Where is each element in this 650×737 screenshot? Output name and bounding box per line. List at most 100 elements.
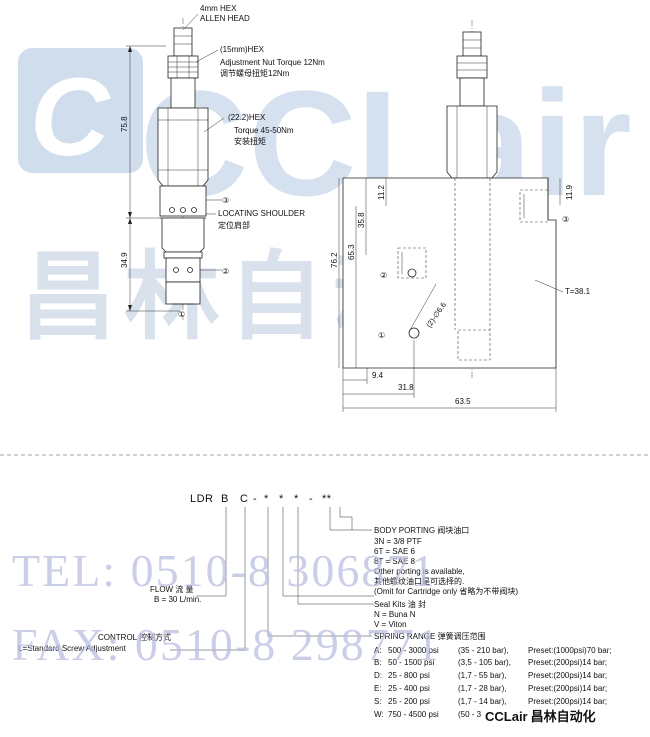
label-seal-kits: Seal Kits 油 封 (374, 599, 426, 609)
spring-row: D: 25 - 800 psi (1,7 - 55 bar), Preset:(… (374, 671, 607, 680)
spring-row: S: 25 - 200 psi (1,7 - 14 bar), Preset:(… (374, 697, 607, 706)
label-locating-shoulder-cn: 定位肩部 (218, 220, 250, 230)
code-dash-2: - (309, 493, 313, 505)
spring-bar: (3,5 - 105 bar), (458, 658, 511, 667)
spring-psi: 50 - 1500 psi (388, 658, 434, 667)
label-flow: FLOW 流 量 (150, 584, 194, 594)
control-value: L=Standard Screw Adjustment (18, 644, 127, 653)
spring-bar: (1,7 - 55 bar), (458, 671, 506, 680)
label-nut-torque-cn: 调节螺母扭矩12Nm (220, 68, 290, 78)
label-allen-head: ALLEN HEAD (200, 14, 250, 23)
dim-9-4: 9.4 (372, 371, 384, 380)
label-spring-range: SPRING RANGE 弹簧调压范围 (374, 631, 486, 641)
spring-code: D: (374, 671, 382, 680)
spring-row: A: 500 - 3000 psi (35 - 210 bar), Preset… (374, 646, 612, 655)
label-torque-body-cn: 安装扭矩 (234, 136, 266, 146)
footer-brand-cn: 昌林自动化 (531, 709, 596, 724)
dim-65-3: 65.3 (347, 244, 356, 260)
spring-bar: (35 - 210 bar), (458, 646, 509, 655)
porting-option-2: 6T = SAE 6 (374, 547, 416, 556)
label-locating-shoulder: LOCATING SHOULDER (218, 209, 305, 218)
code-dash-1: - (253, 493, 257, 505)
ordering-code: LDR B C - * * * - ** FLOW 流 量 B = 30 L/m… (18, 493, 612, 719)
spring-code: W: (374, 710, 384, 719)
spring-preset: Preset:(200psi)14 bar; (528, 697, 607, 706)
spring-preset: Preset:(200psi)14 bar; (528, 671, 607, 680)
spring-preset: Preset:(200psi)14 bar; (528, 658, 607, 667)
spring-row: B: 50 - 1500 psi (3,5 - 105 bar), Preset… (374, 658, 607, 667)
dim-63-5: 63.5 (455, 397, 471, 406)
dim-76-2: 76.2 (330, 252, 339, 268)
porting-option-5: 其他螺纹油口是可选择的. (374, 576, 464, 586)
cartridge-view: 75.8 34.9 4mm HEX ALLEN HEAD (15mm)HEX A… (120, 4, 325, 320)
watermark-fax: FAX: 0510-8 298771 (12, 619, 441, 670)
porting-option-6: (Omit for Cartridge only 省略为不带阀块) (374, 586, 518, 596)
port-3-section (159, 185, 207, 217)
porting-option-1: 3N = 3/8 PTF (374, 537, 422, 546)
lower-body (161, 217, 205, 253)
label-torque-body: Torque 45-50Nm (234, 126, 294, 135)
dim-34-9: 34.9 (120, 252, 129, 268)
porting-option-4: Other porting is available, (374, 567, 465, 576)
cartridge-port-1-label: ① (178, 310, 185, 319)
dim-11-9: 11.9 (565, 184, 574, 200)
spring-preset: Preset:(200psi)14 bar; (528, 684, 607, 693)
porting-option-3: 8T = SAE 8 (374, 557, 416, 566)
spring-psi: 25 - 200 psi (388, 697, 430, 706)
spring-code: B: (374, 658, 382, 667)
spring-preset: Preset:(1000psi)70 bar; (528, 646, 612, 655)
code-star-3: * (294, 493, 299, 505)
cartridge-port-3-label: ③ (222, 196, 229, 205)
spring-psi: 25 - 400 psi (388, 684, 430, 693)
spring-table: A: 500 - 3000 psi (35 - 210 bar), Preset… (374, 646, 612, 719)
spring-code: E: (374, 684, 382, 693)
port-2-section (165, 257, 201, 283)
nose (165, 281, 201, 305)
allen-head (173, 27, 193, 57)
dim-35-8: 35.8 (357, 212, 366, 228)
contact-watermark: TEL: 0510-8 306871 FAX: 0510-8 298771 (12, 545, 441, 670)
spring-code: A: (374, 646, 382, 655)
label-hex-4mm: 4mm HEX (200, 4, 237, 13)
seal-option-2: V = Viton (374, 620, 407, 629)
code-star-4: ** (322, 493, 332, 505)
dim-31-8: 31.8 (398, 383, 414, 392)
code-b: B (221, 493, 229, 505)
spring-psi: 750 - 4500 psi (388, 710, 439, 719)
block-port-2-label: ② (380, 271, 387, 280)
code-star-1: * (264, 493, 269, 505)
spring-psi: 500 - 3000 psi (388, 646, 439, 655)
spring-code: S: (374, 697, 382, 706)
flow-value: B = 30 L/min. (154, 595, 201, 604)
label-body-porting: BODY PORTING 阀块油口 (374, 525, 469, 535)
label-control: CONTROL 控制方式 (98, 632, 171, 642)
spring-row: E: 25 - 400 psi (1,7 - 28 bar), Preset:(… (374, 684, 607, 693)
cartridge-port-2-label: ② (222, 267, 229, 276)
spring-bar: (1,7 - 28 bar), (458, 684, 506, 693)
watermark-logo-glyph: C (30, 56, 111, 179)
block-port-3-label: ③ (562, 215, 569, 224)
spring-bar: (50 - 3 (458, 710, 482, 719)
code-c: C (240, 493, 248, 505)
seal-option-1: N = Buna N (374, 610, 416, 619)
watermark-logo-square (18, 48, 143, 173)
label-nut-torque: Adjustment Nut Torque 12Nm (220, 58, 325, 67)
code-ldr: LDR (190, 493, 214, 505)
label-thickness: T=38.1 (565, 287, 591, 296)
label-hex-22: (22.2)HEX (228, 113, 266, 122)
dim-11-2: 11.2 (377, 184, 386, 200)
label-hex-15: (15mm)HEX (220, 45, 265, 54)
spring-bar: (1,7 - 14 bar), (458, 697, 506, 706)
code-star-2: * (279, 493, 284, 505)
spring-psi: 25 - 800 psi (388, 671, 430, 680)
watermark-tel: TEL: 0510-8 306871 (12, 545, 436, 596)
hex-body (157, 107, 209, 187)
adjusting-stem (170, 77, 196, 109)
block-port-1-label: ① (378, 331, 385, 340)
block-view: ③ ② ① (2)-∅6.6 76.2 65.3 35.8 11.2 11.9 … (330, 20, 591, 412)
footer-brand-en: CCLair (485, 709, 528, 724)
spring-row: W: 750 - 4500 psi (50 - 3 (374, 710, 482, 719)
dim-75-8: 75.8 (120, 116, 129, 132)
